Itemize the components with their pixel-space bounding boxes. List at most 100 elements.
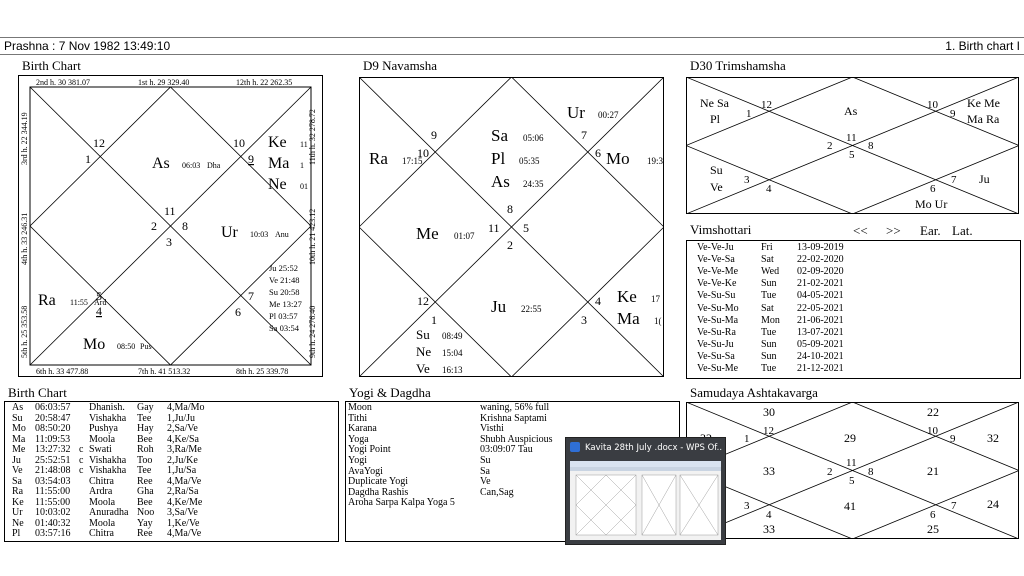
house-num: 10 <box>233 136 245 150</box>
planet-ur-deg: 10:03 <box>250 230 268 239</box>
strip-bottom-3: 8th h. 25 339.78 <box>236 367 288 376</box>
birth-table-row-cell: Pushya <box>89 423 118 434</box>
vimshottari-row-cell: Ve-Su-Mo <box>697 302 739 314</box>
yogi-title: Yogi & Dagdha <box>349 385 431 400</box>
planet-sa: Sa <box>491 126 508 145</box>
birth-table-row-cell: 1,Ju/Sa <box>167 465 197 476</box>
planet-mo-deg: 08:50 <box>117 342 135 351</box>
next-button[interactable]: >> <box>886 223 901 238</box>
planet-ke: Ke <box>617 287 637 306</box>
birth-table-row-cell: 1,Ke/Ve <box>167 517 200 529</box>
ashtakavarga-title: Samudaya Ashtakavarga <box>690 385 818 400</box>
birth-table-row-cell: 01:40:32 <box>35 517 71 529</box>
birth-table-row-cell: Sa <box>12 475 22 487</box>
birth-table-row-cell: 11:55:00 <box>35 486 71 497</box>
planet-mo: Mo <box>606 149 630 168</box>
strip-right-1: 11th h. 32 278.72 <box>308 109 317 165</box>
navamsha-chart[interactable]: 7 6 9 10 8 11 5 2 12 1 4 3 Ur 00:27 Sa 0… <box>358 76 665 378</box>
av-value: 22 <box>927 405 939 419</box>
chart-selector[interactable]: 1. Birth chart I <box>945 39 1020 53</box>
planet-pl-deg: 05:35 <box>519 156 540 166</box>
planet-as-deg: 06:03 <box>182 161 200 170</box>
house-num: 7 <box>248 289 254 303</box>
planet-ke: Ke <box>268 134 287 151</box>
birth-table-title: Birth Chart <box>8 385 67 400</box>
prev-button[interactable]: << <box>853 223 868 238</box>
av-value: 29 <box>844 431 856 445</box>
planet-ve-deg: 16:13 <box>442 365 463 375</box>
house-num: 11 <box>164 204 176 218</box>
birth-table-row-cell: Roh <box>137 444 154 455</box>
yogi-row-cell: Duplicate Yogi <box>348 476 408 488</box>
d30-cell: Su <box>710 163 723 177</box>
planet-sa-deg: 05:06 <box>523 133 544 143</box>
planet-as: As <box>152 155 170 172</box>
house-num: 8 <box>868 466 874 478</box>
birth-table-row-cell: 2,Ra/Sa <box>167 486 199 497</box>
birth-table-row-cell: Ree <box>137 475 153 487</box>
house-num: 2 <box>507 238 513 252</box>
birth-table-row-cell: 06:03:57 <box>35 402 71 413</box>
house-num: 6 <box>930 509 936 521</box>
birth-table-row-cell: Me <box>12 444 26 455</box>
house-num: 11 <box>488 221 500 235</box>
ashtakavarga-chart[interactable]: 30 22 32 29 32 33 21 41 24 33 25 12 1 10… <box>684 401 1021 540</box>
house-num: 2 <box>827 140 833 152</box>
vimshottari-row-cell: 21-12-2021 <box>797 363 844 374</box>
av-value: 30 <box>763 405 775 419</box>
vimshottari-row-cell: Ve-Su-Su <box>697 290 736 302</box>
yogi-row-cell: Can,Sag <box>480 486 514 498</box>
d30-cell: Ve <box>710 180 723 194</box>
house-num: 4 <box>766 509 772 521</box>
strip-right-3: 9th h. 24 276.40 <box>308 306 317 358</box>
birth-table-row-cell: 2,Sa/Ve <box>167 423 198 434</box>
house-num: 9 <box>950 108 956 120</box>
birth-chart[interactable]: 2nd h. 30 381.07 1st h. 29 329.40 12th h… <box>18 75 323 377</box>
birth-table-row-cell: Ardra <box>89 486 113 497</box>
wps-writer-icon <box>570 442 580 452</box>
vimshottari-row-cell: Ve-Su-Sa <box>697 350 735 362</box>
small-planet: Ju 25:52 <box>269 263 298 273</box>
birth-table-row-cell: Moola <box>89 496 116 508</box>
birth-table-row-cell: 4,Ke/Sa <box>167 433 199 445</box>
house-num: 12 <box>93 136 105 150</box>
house-num: 7 <box>581 128 587 142</box>
yogi-row-cell: Ve <box>480 476 491 488</box>
vimshottari-row-cell: Sat <box>761 302 774 314</box>
birth-table-row-cell: Yay <box>137 517 153 529</box>
vimshottari-row-cell: Tue <box>761 326 777 338</box>
house-num: 6 <box>595 146 601 160</box>
birth-table-row-cell: Vishakha <box>89 454 127 466</box>
yogi-row-cell: Moon <box>348 402 372 413</box>
house-num: 5 <box>96 289 102 303</box>
trimshamsha-chart[interactable]: Ne Sa Pl As Ke Me Ma Ra Su Ve Mo Ur Ju 1… <box>684 76 1021 215</box>
planet-ma-deg: 1( <box>654 316 662 326</box>
small-planet: Pl 03:57 <box>269 311 298 321</box>
planet-mo-nak: Pus <box>140 342 152 351</box>
birth-table-row-cell: Hay <box>137 423 154 434</box>
vimshottari-row-cell: 02-09-2020 <box>797 266 844 278</box>
earlier-button[interactable]: Ear. <box>920 223 941 238</box>
birth-table-row-cell: Moola <box>89 517 116 529</box>
taskbar-preview-titlebar[interactable]: Kavita 28th July .docx - WPS Of... <box>570 442 722 458</box>
house-num: 3 <box>744 500 750 512</box>
strip-bottom-1: 6th h. 33 477.88 <box>36 367 88 376</box>
strip-left-1: 3rd h. 22 344.19 <box>20 112 29 165</box>
house-num: 2 <box>151 219 157 233</box>
d30-cell: Ju <box>979 172 990 186</box>
d30-cell: Ke Me <box>967 96 1000 110</box>
house-num: 5 <box>849 149 855 161</box>
birth-table-row-cell: 21:48:08 <box>35 465 71 476</box>
planet-pl: Pl <box>491 149 505 168</box>
yogi-row-cell: Visthi <box>480 423 504 435</box>
later-button[interactable]: Lat. <box>952 223 973 238</box>
yogi-row-cell: Yogi Point <box>348 444 391 456</box>
birth-table-row-cell: c <box>79 454 84 466</box>
birth-table-row-cell: 10:03:02 <box>35 507 71 518</box>
taskbar-preview[interactable]: Kavita 28th July .docx - WPS Of... <box>565 437 726 545</box>
strip-top-3: 12th h. 22 262.35 <box>236 78 292 87</box>
yogi-row-cell: Yoga <box>348 433 369 445</box>
birth-table-row-cell: Anuradha <box>89 507 129 518</box>
